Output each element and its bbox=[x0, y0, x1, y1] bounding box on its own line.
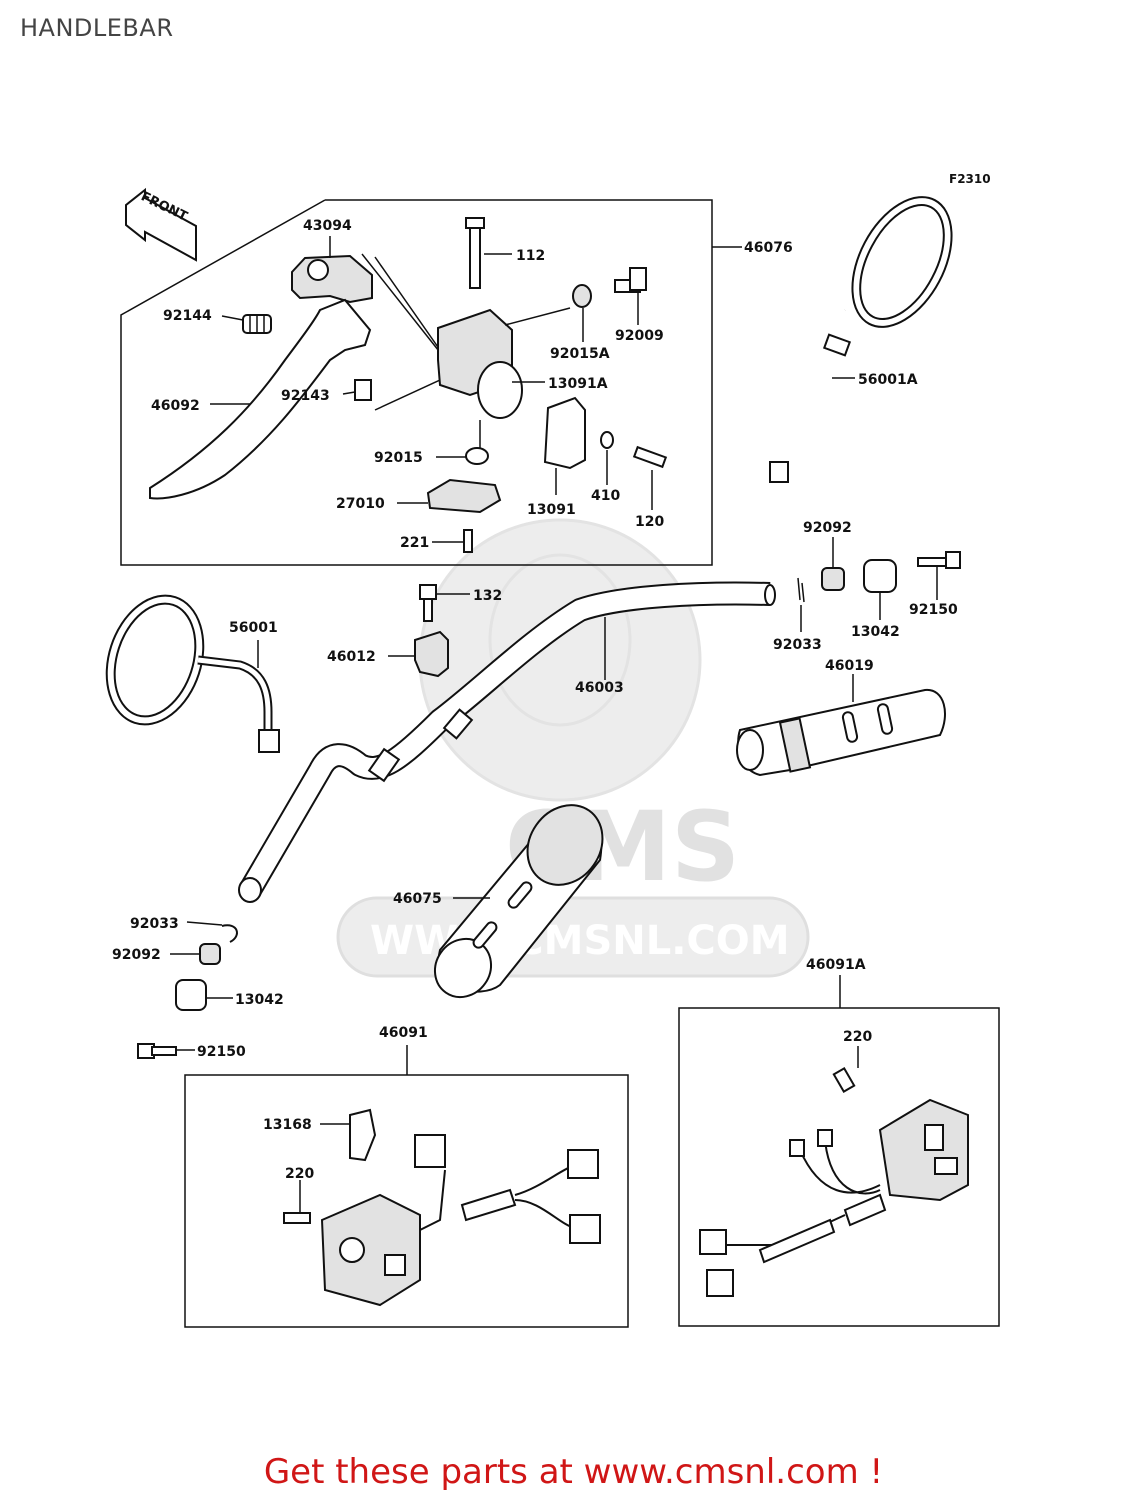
part-label-92150-right: 92150 bbox=[909, 602, 958, 618]
part-label-92143: 92143 bbox=[281, 388, 330, 404]
footer-link[interactable]: Get these parts at www.cmsnl.com ! bbox=[263, 1452, 884, 1492]
part-label-92015A: 92015A bbox=[550, 346, 610, 362]
part-label-43094: 43094 bbox=[303, 218, 352, 234]
clamp-13168 bbox=[349, 1108, 377, 1162]
bolt-112 bbox=[465, 217, 485, 289]
part-label-92150-left: 92150 bbox=[197, 1044, 246, 1060]
part-label-92033-left: 92033 bbox=[130, 916, 179, 932]
master-cylinder-13091A bbox=[437, 308, 523, 419]
screw-92009 bbox=[614, 267, 647, 293]
part-label-13168: 13168 bbox=[263, 1117, 312, 1133]
part-label-46091: 46091 bbox=[379, 1025, 428, 1041]
part-label-46019: 46019 bbox=[825, 658, 874, 674]
part-label-13091A: 13091A bbox=[548, 376, 608, 392]
throttle-grip-46019 bbox=[736, 688, 946, 777]
part-label-46075: 46075 bbox=[393, 891, 442, 907]
part-label-13042-right: 13042 bbox=[851, 624, 900, 640]
part-label-46012: 46012 bbox=[327, 649, 376, 665]
screw-221 bbox=[463, 529, 473, 553]
weight-13042-right bbox=[863, 559, 897, 593]
clip-92033-right bbox=[797, 577, 805, 603]
clutch-lever-46092 bbox=[149, 298, 372, 500]
nut-92015 bbox=[465, 447, 489, 465]
part-label-46003: 46003 bbox=[575, 680, 624, 696]
front-arrow: FRONT bbox=[125, 187, 197, 262]
collar-92092-right bbox=[821, 567, 845, 591]
left-grip-46075 bbox=[433, 804, 604, 999]
part-label-92009: 92009 bbox=[615, 328, 664, 344]
right-switch-46091A bbox=[699, 1098, 969, 1297]
part-label-92015: 92015 bbox=[374, 450, 423, 466]
washer-410 bbox=[600, 431, 614, 449]
bolt-92150-right bbox=[917, 551, 961, 569]
page-title: HANDLEBAR bbox=[20, 14, 174, 42]
screw-220-left bbox=[283, 1212, 311, 1224]
clamp-13091 bbox=[543, 396, 586, 470]
part-label-92092-left: 92092 bbox=[112, 947, 161, 963]
left-switch-46091 bbox=[320, 1134, 601, 1307]
weight-13042-left bbox=[175, 979, 207, 1011]
part-label-92092-right: 92092 bbox=[803, 520, 852, 536]
part-label-46076: 46076 bbox=[744, 240, 793, 256]
clip-92033-left bbox=[221, 924, 238, 943]
figure-code: F2310 bbox=[949, 172, 991, 186]
part-label-410: 410 bbox=[591, 488, 620, 504]
part-label-92144: 92144 bbox=[163, 308, 212, 324]
part-label-46091A: 46091A bbox=[806, 957, 866, 973]
master-cylinder-group-frame bbox=[120, 199, 713, 566]
holder-46012 bbox=[414, 630, 449, 678]
reservoir-cap-43094 bbox=[291, 254, 373, 304]
part-label-132: 132 bbox=[473, 588, 502, 604]
parts-diagram: CMS WWW.CMSNL.COM FRONT bbox=[105, 187, 1000, 1328]
part-label-56001A: 56001A bbox=[858, 372, 918, 388]
part-label-13091: 13091 bbox=[527, 502, 576, 518]
right-switch-group-frame bbox=[678, 1007, 1000, 1327]
spring-92144 bbox=[242, 314, 272, 334]
screw-220-right bbox=[832, 1066, 856, 1094]
part-label-120: 120 bbox=[635, 514, 664, 530]
part-label-27010: 27010 bbox=[336, 496, 385, 512]
collar-92092-left bbox=[199, 943, 221, 965]
switch-27010 bbox=[426, 478, 502, 514]
handlebar-46003 bbox=[238, 581, 776, 903]
part-label-92033-right: 92033 bbox=[773, 637, 822, 653]
mirror-56001 bbox=[105, 594, 280, 753]
part-label-220-right: 220 bbox=[843, 1029, 872, 1045]
washer-92015A bbox=[572, 284, 592, 308]
part-label-221: 221 bbox=[400, 535, 429, 551]
part-label-46092: 46092 bbox=[151, 398, 200, 414]
watermark-figure bbox=[488, 553, 632, 727]
mirror-56001A bbox=[769, 196, 953, 483]
bolt-92150-left bbox=[137, 1043, 177, 1059]
part-label-56001: 56001 bbox=[229, 620, 278, 636]
part-label-112: 112 bbox=[516, 248, 545, 264]
part-label-220-left: 220 bbox=[285, 1166, 314, 1182]
watermark-url: WWW.CMSNL.COM bbox=[370, 918, 790, 964]
part-labels: 43094 112 46076 92144 92015A 92009 56001… bbox=[112, 218, 958, 1182]
bolt-120 bbox=[632, 445, 668, 469]
bolt-132 bbox=[419, 584, 437, 622]
part-label-13042-left: 13042 bbox=[235, 992, 284, 1008]
pivot-92143 bbox=[354, 379, 372, 401]
